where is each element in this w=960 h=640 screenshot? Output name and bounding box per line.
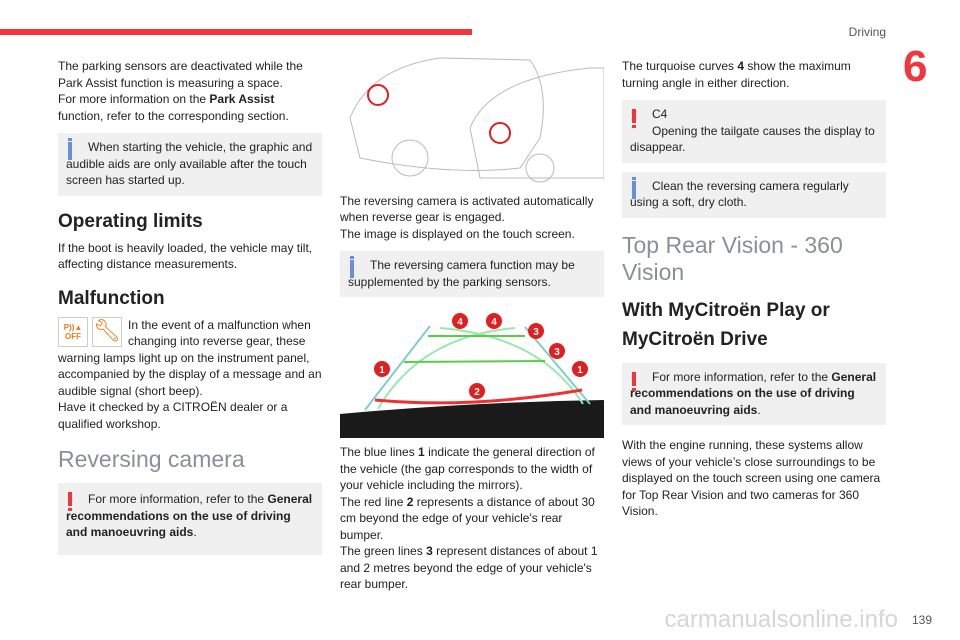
- label-3: 3: [549, 343, 565, 359]
- info-icon: [632, 176, 636, 199]
- info-box: The reversing camera function may be sup…: [340, 251, 604, 297]
- paragraph: The blue lines 1 indicate the general di…: [340, 445, 595, 492]
- svg-text:2: 2: [474, 387, 480, 398]
- info-box: When starting the vehicle, the graphic a…: [58, 133, 322, 196]
- paragraph: With the engine running, these systems a…: [622, 438, 881, 518]
- label-4: 4: [452, 313, 468, 329]
- page-number: 139: [912, 613, 933, 627]
- warning-icon: [632, 109, 636, 128]
- warning-box: For more information, refer to the Gener…: [622, 362, 886, 425]
- section-title: Driving: [848, 25, 886, 39]
- svg-text:4: 4: [457, 317, 463, 328]
- info-box: Clean the reversing camera regularly usi…: [622, 171, 886, 218]
- heading-reversing-camera: Reversing camera: [58, 446, 245, 472]
- svg-text:3: 3: [533, 327, 539, 338]
- park-sensor-off-icon: P))▲OFF: [58, 316, 88, 347]
- column-2: The reversing camera is activated automa…: [340, 48, 605, 593]
- paragraph: The green lines 3 represent distances of…: [340, 544, 598, 591]
- warning-icon: [68, 492, 72, 511]
- label-3: 3: [528, 323, 544, 339]
- warning-box: For more information, refer to the Gener…: [58, 483, 322, 555]
- paragraph: Have it checked by a CITROËN dealer or a…: [58, 400, 288, 431]
- chapter-number: 6: [903, 42, 928, 91]
- svg-text:1: 1: [577, 365, 583, 376]
- warning-lamps: P))▲OFF 🔧︎: [58, 316, 122, 347]
- column-1: The parking sensors are deactivated whil…: [58, 58, 322, 564]
- watermark: carmanualsonline.info: [664, 606, 898, 633]
- heading-malfunction: Malfunction: [58, 287, 165, 309]
- paragraph: The red line 2 represents a distance of …: [340, 494, 595, 542]
- label-1: 1: [572, 361, 588, 377]
- paragraph: The image is displayed on the touch scre…: [340, 226, 575, 241]
- wrench-icon: 🔧︎: [92, 316, 122, 347]
- label-1: 1: [374, 361, 390, 377]
- svg-text:1: 1: [379, 365, 385, 376]
- paragraph: The reversing camera is activated automa…: [340, 193, 594, 225]
- warning-icon: [632, 371, 636, 391]
- info-icon: [68, 138, 72, 160]
- paragraph: For more information on the Park Assist …: [58, 92, 289, 123]
- camera-guide-diagram: 4 4 3 3 1 1 2: [340, 313, 604, 438]
- car-camera-illustration: [349, 57, 605, 183]
- svg-text:4: 4: [491, 317, 497, 328]
- heading-operating-limits: Operating limits: [58, 210, 203, 232]
- heading-mycitroen: With MyCitroën Play or MyCitroën Drive: [622, 299, 830, 350]
- heading-top-rear-vision: Top Rear Vision - 360 Vision: [622, 231, 843, 285]
- paragraph: The parking sensors are deactivated whil…: [58, 59, 303, 90]
- info-icon: [350, 256, 354, 278]
- column-3: The turquoise curves 4 show the maximum …: [622, 58, 886, 520]
- paragraph: The turquoise curves 4 show the maximum …: [622, 59, 851, 90]
- label-4: 4: [486, 313, 502, 329]
- header-bar: [0, 29, 472, 35]
- paragraph: In the event of a malfunction when chang…: [58, 317, 322, 398]
- paragraph: If the boot is heavily loaded, the vehic…: [58, 240, 313, 272]
- label-2: 2: [469, 383, 485, 399]
- svg-text:3: 3: [554, 347, 560, 358]
